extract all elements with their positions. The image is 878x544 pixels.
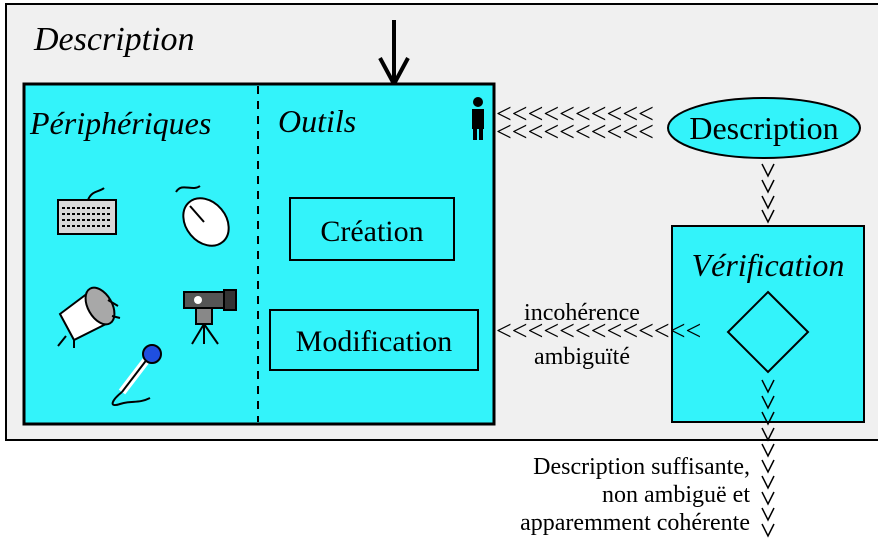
result-line3: apparemment cohérente xyxy=(520,510,750,536)
verification-to-modification-arrow: <<<<<<<<<<<<< xyxy=(496,316,701,347)
user-icon xyxy=(472,97,484,140)
video-camera-icon[interactable] xyxy=(183,289,237,345)
verification-label: Vérification xyxy=(692,247,845,283)
modification-button-label: Modification xyxy=(296,325,453,358)
microphone-icon[interactable] xyxy=(111,344,162,406)
feedback-chevrons: <<<<<<<<<<<<< xyxy=(496,316,701,347)
creation-button-label: Création xyxy=(320,215,423,248)
feedback-line2: ambiguïté xyxy=(534,344,630,370)
keyboard-icon[interactable] xyxy=(57,187,117,235)
speaker-icon[interactable] xyxy=(57,283,121,348)
description-to-workspace-arrow: <<<<<<<<<< <<<<<<<<<< xyxy=(496,99,654,148)
description-node-label: Description xyxy=(689,110,838,146)
arrow-chevrons-row1: <<<<<<<<<< xyxy=(496,99,654,130)
result-line1: Description suffisante, xyxy=(533,454,750,480)
result-line2: non ambiguë et xyxy=(602,482,750,508)
description-to-verification-arrow xyxy=(761,163,775,224)
modification-button[interactable] xyxy=(269,309,479,371)
mouse-icon[interactable] xyxy=(174,185,238,255)
outer-panel-title: Description xyxy=(33,21,195,58)
creation-button[interactable] xyxy=(289,197,455,261)
verification-to-result-arrow xyxy=(761,379,775,538)
decision-diamond[interactable] xyxy=(726,290,810,374)
tools-label: Outils xyxy=(278,103,356,139)
description-node[interactable] xyxy=(667,97,861,159)
arrow-chevrons-row2: <<<<<<<<<< xyxy=(496,117,654,148)
devices-label: Périphériques xyxy=(29,105,211,141)
feedback-line1: incohérence xyxy=(524,300,640,326)
